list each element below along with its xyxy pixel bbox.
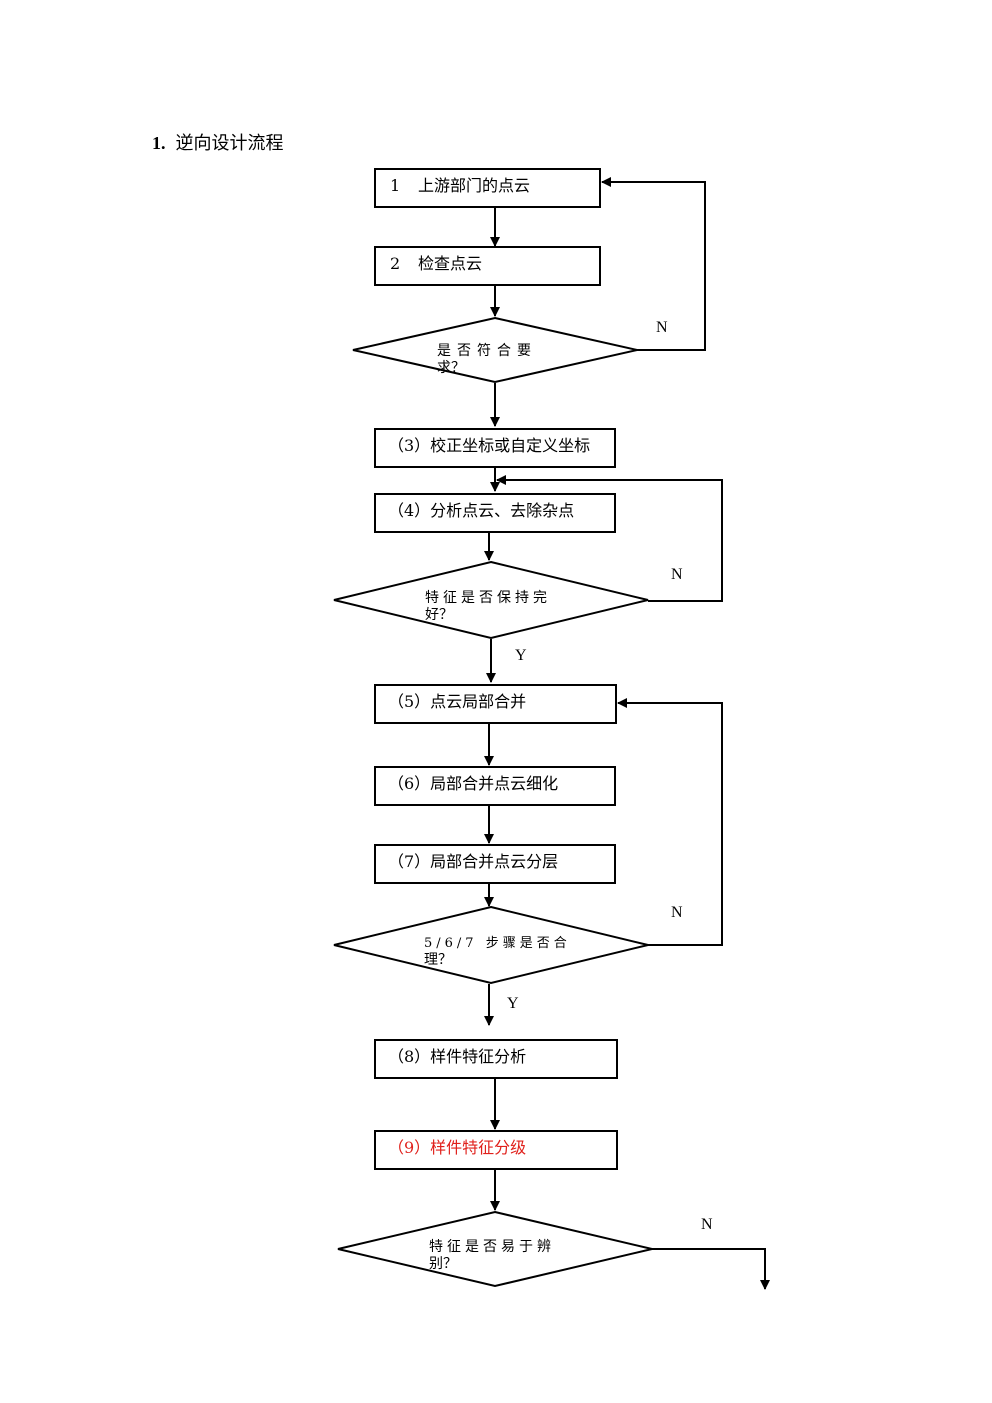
decision-2-text: 特征是否保持完 好？: [425, 590, 551, 624]
decision-diamond-1: [352, 316, 638, 384]
decision-4-line1: 特征是否易于辨: [429, 1239, 555, 1255]
decision-1-line2: 求？: [437, 360, 465, 376]
step-7-box: （7）局部合并点云分层: [374, 844, 616, 884]
branch-label-no-1: N: [656, 319, 668, 336]
step-8-box: （8）样件特征分析: [374, 1039, 618, 1079]
step-2-box: 2 检查点云: [374, 246, 601, 286]
decision-2-line2: 好？: [425, 607, 453, 623]
loop-d2-to-step4: [496, 475, 723, 602]
decision-4-text: 特征是否易于辨 别？: [429, 1239, 555, 1273]
branch-label-yes-2: Y: [507, 995, 519, 1012]
step-8-label: （8）样件特征分析: [388, 1047, 527, 1066]
decision-diamond-4: [337, 1210, 653, 1288]
decision-diamond-2: [333, 560, 649, 640]
branch-label-no-3: N: [671, 904, 683, 921]
loop-d3-to-step5: [617, 698, 723, 946]
step-3-label: （3）校正坐标或自定义坐标: [388, 436, 591, 455]
step-5-box: （5）点云局部合并: [374, 684, 617, 724]
branch-label-no-4: N: [701, 1216, 713, 1233]
decision-2-line1: 特征是否保持完: [425, 590, 551, 606]
decision-3-line2: 理？: [424, 952, 452, 968]
step-9-label: （9）样件特征分级: [388, 1138, 527, 1157]
step-1-label: 上游部门的点云: [418, 176, 531, 195]
step-3-box: （3）校正坐标或自定义坐标: [374, 428, 616, 468]
step-6-label: （6）局部合并点云细化: [388, 774, 559, 793]
step-2-label: 检查点云: [418, 254, 483, 273]
step-7-label: （7）局部合并点云分层: [388, 852, 559, 871]
decision-1-text: 是否符合要 求？: [437, 343, 537, 377]
section-heading: 1. 逆向设计流程: [152, 131, 284, 156]
exit-d4-no: [652, 1248, 770, 1290]
decision-3-text: 5/6/7 步骤是否合 理？: [424, 935, 571, 969]
step-2-index: 2: [390, 254, 401, 273]
branch-label-no-2: N: [671, 566, 683, 583]
decision-1-line1: 是否符合要: [437, 343, 537, 359]
section-number: 1.: [152, 133, 166, 153]
loop-d1-to-step1: [601, 177, 706, 351]
step-4-box: （4）分析点云、去除杂点: [374, 493, 616, 533]
decision-diamond-3: [333, 905, 649, 985]
step-1-index: 1: [390, 176, 401, 195]
step-4-label: （4）分析点云、去除杂点: [388, 501, 575, 520]
branch-label-yes-1: Y: [515, 647, 527, 664]
step-5-label: （5）点云局部合并: [388, 692, 527, 711]
step-9-box: （9）样件特征分级: [374, 1130, 618, 1170]
decision-3-line1: 5/6/7 步骤是否合: [424, 936, 571, 951]
decision-4-line2: 别？: [429, 1256, 457, 1272]
step-6-box: （6）局部合并点云细化: [374, 766, 616, 806]
step-1-box: 1 上游部门的点云: [374, 168, 601, 208]
section-title: 逆向设计流程: [175, 133, 284, 154]
